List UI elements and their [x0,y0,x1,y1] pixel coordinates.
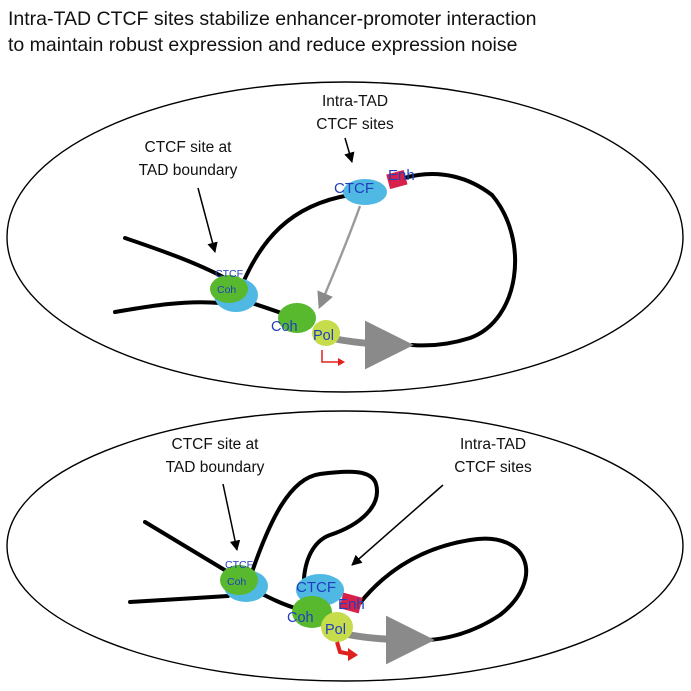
tss-arrow-bottom [335,641,351,656]
figure-title: Intra-TAD CTCF sites stabilize enhancer-… [8,6,688,58]
pol-label-top: Pol [313,328,334,344]
chromatin-fiber-lower-tail [113,300,222,314]
intra-ctcf-top [343,179,387,205]
chromatin-fiber-right-loop-b [358,536,528,642]
intra-ctcf-label-top: CTCF [334,180,374,197]
chromatin-fiber-loop-top [402,172,494,197]
transcript-arrow-top [329,320,414,370]
tss-arrowhead-top [338,358,345,366]
transcript-arrow-bottom [344,615,435,665]
panel-top: CTCF Coh CTCF Enh Coh Pol CTCF site at T… [6,81,684,393]
panel-bottom: CTCF Coh CTCF Enh Coh Pol CTCF site at T… [6,410,684,682]
boundary-label-line2-top: TAD boundary [139,162,238,179]
boundary-coh-label-bottom: Coh [227,576,246,588]
interaction-arrow-top [317,205,362,310]
promoter-cohesin-bottom [292,596,332,628]
intra-pointer-top [344,137,355,164]
chromatin-fiber-upper-tail [123,236,227,280]
boundary-pointer-bottom [222,483,241,552]
intra-label-line2-top: CTCF sites [316,116,394,133]
enhancer-bottom [339,592,363,614]
intra-label-line1-bottom: Intra-TAD [460,436,526,453]
title-line-1: Intra-TAD CTCF sites stabilize enhancer-… [8,8,537,30]
chromatin-fiber-big-loop-b [250,469,379,580]
tss-arrowhead-bottom [348,648,358,661]
promoter-coh-label-top: Coh [271,319,298,335]
boundary-label-line1-bottom: CTCF site at [172,436,260,453]
boundary-ctcf-label-top: CTCF [215,268,243,280]
intra-label-line1-top: Intra-TAD [322,93,388,110]
nucleus-outline-bottom [6,410,684,682]
pol-bottom [321,612,353,642]
boundary-label-line2-bottom: TAD boundary [166,459,265,476]
chromatin-fiber-loop-up [238,193,352,292]
enhancer-label-top: Enh [388,167,415,184]
title-line-2: to maintain robust expression and reduce… [8,34,518,56]
promoter-coh-label-bottom: Coh [287,610,314,626]
boundary-label-line1-top: CTCF site at [145,139,233,156]
boundary-ctcf-label-bottom: CTCF [225,559,253,571]
chromatin-fiber-lower-tail-b [128,594,230,604]
tss-arrow-top [321,350,338,363]
boundary-cohesin-top [210,275,248,303]
intra-pointer-bottom [351,484,444,566]
boundary-coh-label-top: Coh [217,284,236,296]
intra-label-line2-bottom: CTCF sites [454,459,532,476]
enhancer-top [386,169,408,190]
boundary-cohesin-bottom [220,565,258,595]
enhancer-label-bottom: Enh [338,596,365,613]
pol-label-bottom: Pol [325,622,346,638]
pol-top [312,320,340,346]
chromatin-fiber-loop-right [410,193,518,348]
intra-ctcf-label-bottom: CTCF [296,579,336,596]
promoter-cohesin-top [278,303,316,333]
nucleus-outline-top [6,81,684,393]
boundary-pointer-top [197,187,218,254]
chromatin-fiber-upper-tail-b [143,520,230,574]
